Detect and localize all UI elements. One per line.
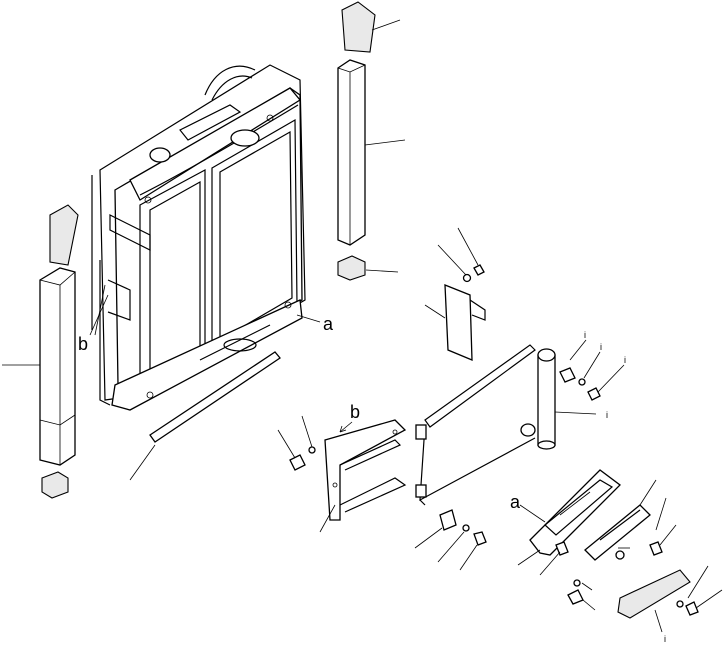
label-a-radiator: a (323, 314, 334, 334)
left-seal-long (39, 267, 76, 466)
label-a-bracket: a (510, 492, 521, 512)
index-mark-2: i (600, 342, 602, 352)
index-mark-5: i (664, 634, 666, 644)
right-seal-long (337, 59, 366, 246)
right-seal-block (337, 255, 366, 281)
lower-mid-hardware (414, 509, 487, 571)
index-mark-1: i (584, 330, 586, 340)
upper-bracket (424, 284, 486, 361)
index-mark-3: i (624, 355, 626, 365)
index-mark-4: i (606, 410, 608, 420)
bottom-right-hardware (539, 497, 677, 611)
bottom-right-bolts (676, 565, 723, 616)
left-seal-top-cap (49, 204, 79, 266)
label-b-left: b (78, 334, 88, 354)
left-seal-block (41, 471, 69, 499)
bottom-seal-strip (129, 351, 281, 481)
radiator-assembly (91, 64, 306, 411)
label-b-bracket: b (350, 402, 360, 422)
right-hardware (559, 339, 625, 401)
right-seal-top-cap (341, 1, 376, 53)
bottom-right-seal (617, 569, 691, 633)
bottom-right-bracket-a (517, 469, 621, 566)
bottom-bracket-bolts (277, 415, 316, 471)
condenser-assembly (415, 344, 536, 506)
receiver-drier (537, 348, 597, 450)
bottom-bracket (319, 419, 407, 533)
upper-bolts (437, 227, 485, 283)
bottom-right-bracket-b (584, 479, 657, 561)
